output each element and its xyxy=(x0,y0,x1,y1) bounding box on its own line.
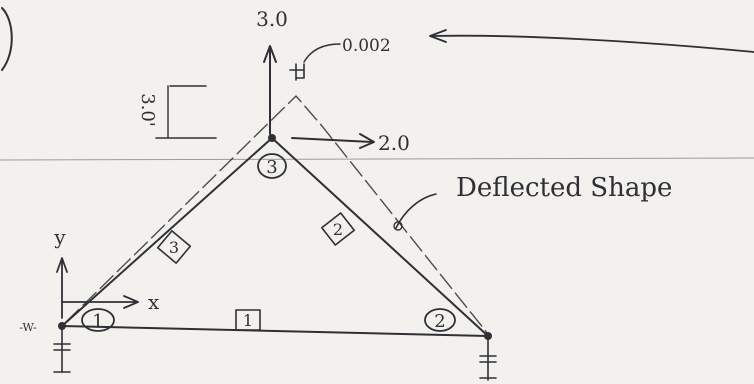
horizontal-load-label: 2.0 xyxy=(378,131,410,155)
member-2-label: 2 xyxy=(333,220,343,239)
member-1-tag: 1 xyxy=(235,309,261,331)
node-2: 2 xyxy=(424,308,492,340)
axis-x-arrow xyxy=(61,295,139,309)
deflected-shape-leader-end xyxy=(393,221,403,231)
deflected-shape-leader xyxy=(395,193,437,229)
deflected-shape-label: Deflected Shape xyxy=(456,173,672,203)
support-node-2 xyxy=(479,339,497,381)
deflection-pointer-line xyxy=(431,34,754,53)
member-2-tag: 2 xyxy=(320,212,356,246)
paper-rule-line xyxy=(0,157,754,161)
member-3-label: 3 xyxy=(169,238,179,257)
node-1-label: 1 xyxy=(92,311,103,332)
member-3-line xyxy=(61,137,273,327)
node-3: 3 xyxy=(257,134,287,179)
margin-arc xyxy=(1,7,13,71)
node-2-label: 2 xyxy=(434,311,445,332)
member-2-line xyxy=(271,137,489,337)
deflection-value: 0.002 xyxy=(342,36,391,56)
deflection-pointer-arrowhead xyxy=(429,29,447,43)
axis-y-arrow xyxy=(56,257,68,319)
member-1-line xyxy=(61,325,489,337)
node-3-label: 3 xyxy=(266,157,277,178)
vertical-load-label: 3.0 xyxy=(256,7,288,31)
axis-x-label: x xyxy=(148,290,160,314)
member-1-label: 1 xyxy=(243,311,253,330)
horizontal-load-arrow xyxy=(291,133,375,149)
support-node-1 xyxy=(53,329,71,373)
height-label: 3.0' xyxy=(137,93,158,127)
vertical-load-arrow xyxy=(263,45,277,135)
deflection-marker xyxy=(289,43,341,81)
deflected-shape xyxy=(65,95,489,335)
height-dimension xyxy=(155,85,217,139)
support-spring-label: -W- xyxy=(19,321,37,334)
axis-y-label: y xyxy=(53,225,66,249)
node-1: 1 xyxy=(58,308,115,332)
member-3-tag: 3 xyxy=(156,230,192,264)
